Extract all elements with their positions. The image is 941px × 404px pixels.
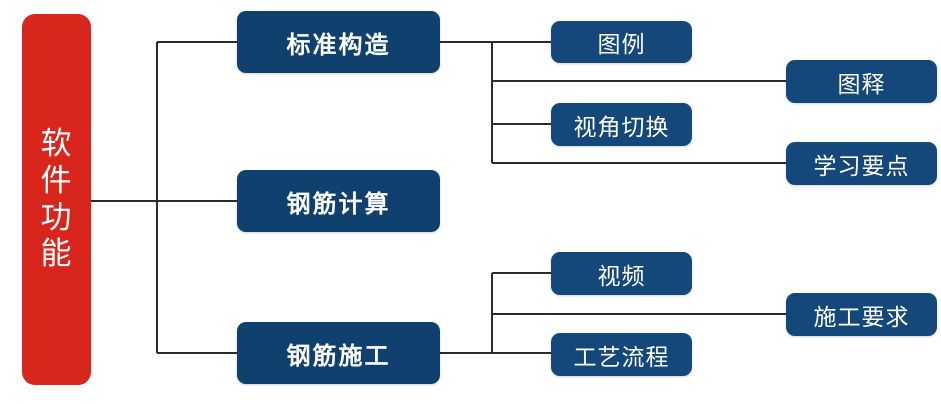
node-gangjin-jisuan[interactable]: 钢筋计算 (237, 170, 440, 232)
node-biaozhun-gouzao[interactable]: 标准构造 (237, 11, 440, 73)
node-gangjin-shigong[interactable]: 钢筋施工 (237, 322, 440, 384)
node-shigong-yaoqiu-label: 施工要求 (813, 303, 910, 330)
node-xuexi-yaodian[interactable]: 学习要点 (786, 142, 937, 185)
node-shigong-yaoqiu[interactable]: 施工要求 (786, 293, 937, 336)
node-tushi-label: 图释 (837, 70, 886, 97)
root-label-char-3: 功 (40, 199, 73, 235)
node-tuli-label: 图例 (597, 31, 646, 57)
node-shijiao-qiehuan-label: 视角切换 (573, 113, 670, 140)
root-label-char-4: 能 (40, 236, 73, 272)
node-tushi[interactable]: 图释 (786, 60, 937, 103)
root-label-char-2: 件 (40, 162, 73, 198)
node-gangjin-shigong-label: 钢筋施工 (286, 342, 391, 370)
node-xuexi-yaodian-label: 学习要点 (813, 152, 910, 179)
node-gongyi-liucheng-label: 工艺流程 (573, 343, 670, 370)
node-shipin[interactable]: 视频 (551, 252, 692, 295)
node-shijiao-qiehuan[interactable]: 视角切换 (551, 103, 692, 146)
node-gangjin-jisuan-label: 钢筋计算 (286, 190, 391, 218)
root-node-software-function[interactable]: 软 件 功 能 (22, 14, 91, 385)
root-label-char-1: 软 (40, 126, 73, 162)
node-biaozhun-gouzao-label: 标准构造 (286, 31, 391, 59)
node-tuli[interactable]: 图例 (551, 21, 692, 63)
node-gongyi-liucheng[interactable]: 工艺流程 (551, 333, 692, 376)
node-shipin-label: 视频 (597, 262, 646, 289)
